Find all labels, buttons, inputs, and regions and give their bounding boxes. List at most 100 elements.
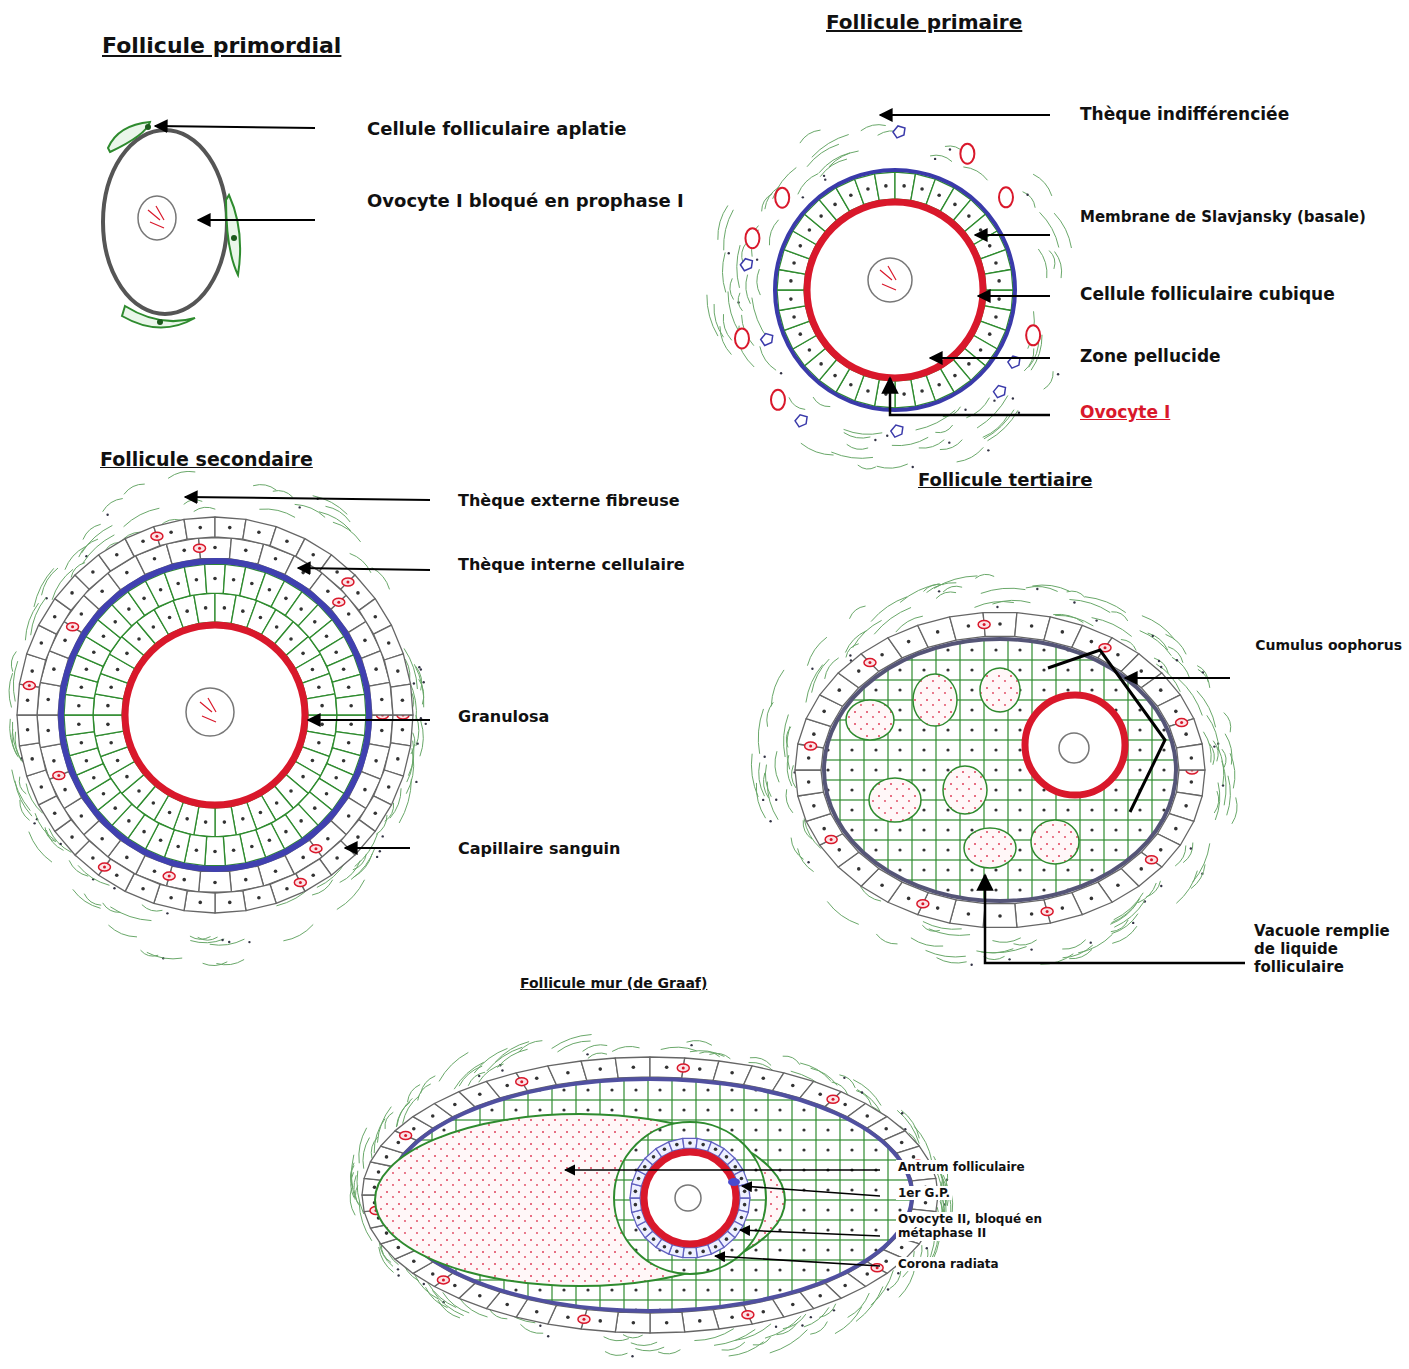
fibroblast-dot [897,1272,899,1274]
cell [650,1312,685,1333]
fiber [847,444,868,449]
cell-nucleus [92,650,96,654]
red-cell [337,601,340,604]
cell-nucleus [182,549,186,553]
cell [630,1198,641,1212]
part-label: Ovocyte I [1078,402,1172,422]
part-label: 1er G.P. [896,1186,952,1200]
fiber [142,905,163,911]
cell-nucleus [401,698,405,702]
cell-nucleus [387,641,391,645]
vacuole [964,828,1016,868]
secondary-follicle [61,497,430,869]
cell-nucleus [743,1190,747,1194]
cell-nucleus [26,698,30,702]
blood-capillary [978,620,990,628]
fibroblast-dot [987,449,989,451]
cell-nucleus [169,530,173,534]
fiber [557,1041,590,1052]
fibroblast-dot [1158,660,1160,662]
red-cell [983,623,986,626]
fiber [892,437,928,445]
cell [194,593,215,623]
cell-nucleus [808,348,812,352]
cell-nucleus [30,669,34,673]
cell-nucleus [198,901,202,905]
fibroblast-dot [763,756,765,758]
stromal-cell [795,415,807,427]
red-cell [155,535,158,538]
cell-nucleus [385,1155,389,1159]
fibroblast-dot [811,667,813,669]
fibroblast-dot [1030,948,1032,950]
fiber [800,130,821,143]
fibroblast-dot [423,681,425,683]
cell-nucleus [912,1155,916,1159]
cell-nucleus [725,1155,729,1159]
cell-nucleus [313,806,317,810]
cell-nucleus [833,374,837,378]
cell [205,564,226,593]
fiber [210,939,245,945]
fiber [588,1053,607,1058]
fibroblast-dot [1026,193,1028,195]
cell-nucleus [665,1065,669,1069]
cell-nucleus [807,756,811,760]
fiber [759,762,765,796]
cell-nucleus [979,228,983,232]
cell-nucleus [1174,710,1178,714]
cell-nucleus [857,867,861,871]
cell-nucleus [347,741,351,745]
cell-nucleus [176,582,180,586]
cell-nucleus [223,606,227,610]
cell-nucleus [1139,669,1143,673]
cell-nucleus [937,383,941,387]
fiber [1055,252,1062,279]
cell-nucleus [127,819,131,823]
fiber [756,783,765,818]
cell [215,891,246,913]
part-label: Vacuole remplie de liquide folliculaire [1252,922,1404,976]
cell-nucleus [289,789,293,793]
cell-nucleus [505,1084,509,1088]
cell-nucleus [385,1231,389,1235]
blood-capillary [775,188,789,208]
fibroblast-dot [1213,745,1215,747]
fiber [746,275,751,304]
fibroblast-dot [586,1053,588,1055]
cell-nucleus [109,685,113,689]
part-label: Capillaire sanguin [456,839,622,858]
red-cell [346,581,349,584]
cell-nucleus [284,597,288,601]
fiber [992,938,1020,943]
cell-nucleus [953,374,957,378]
cell-nucleus [113,806,117,810]
fiber [658,1350,680,1354]
fibroblast-dot [60,843,62,845]
cell-nucleus [979,348,983,352]
cell [184,891,215,913]
fibroblast-dot [833,1309,835,1311]
leader-line [185,497,430,500]
part-label: Corona radiata [896,1257,1001,1271]
blood-capillary [294,879,306,887]
flat-cell [108,122,150,152]
fiber [738,293,742,311]
red-cell [682,1066,685,1069]
fiber [1193,843,1210,882]
fiber [943,586,962,592]
cell-nucleus [866,187,870,191]
fiber [871,597,907,622]
antrum [375,1114,785,1286]
fibroblast-dot [418,666,420,668]
fiber [900,584,939,603]
cell-nucleus [141,540,145,544]
blood-capillary [917,900,929,908]
cell-nucleus [652,1155,656,1159]
fibroblast-dot [901,1112,903,1114]
fiber [325,506,350,522]
cell-nucleus [967,912,971,916]
cell-nucleus [317,685,321,689]
red-cell [71,625,74,628]
cell-nucleus [1174,827,1178,831]
